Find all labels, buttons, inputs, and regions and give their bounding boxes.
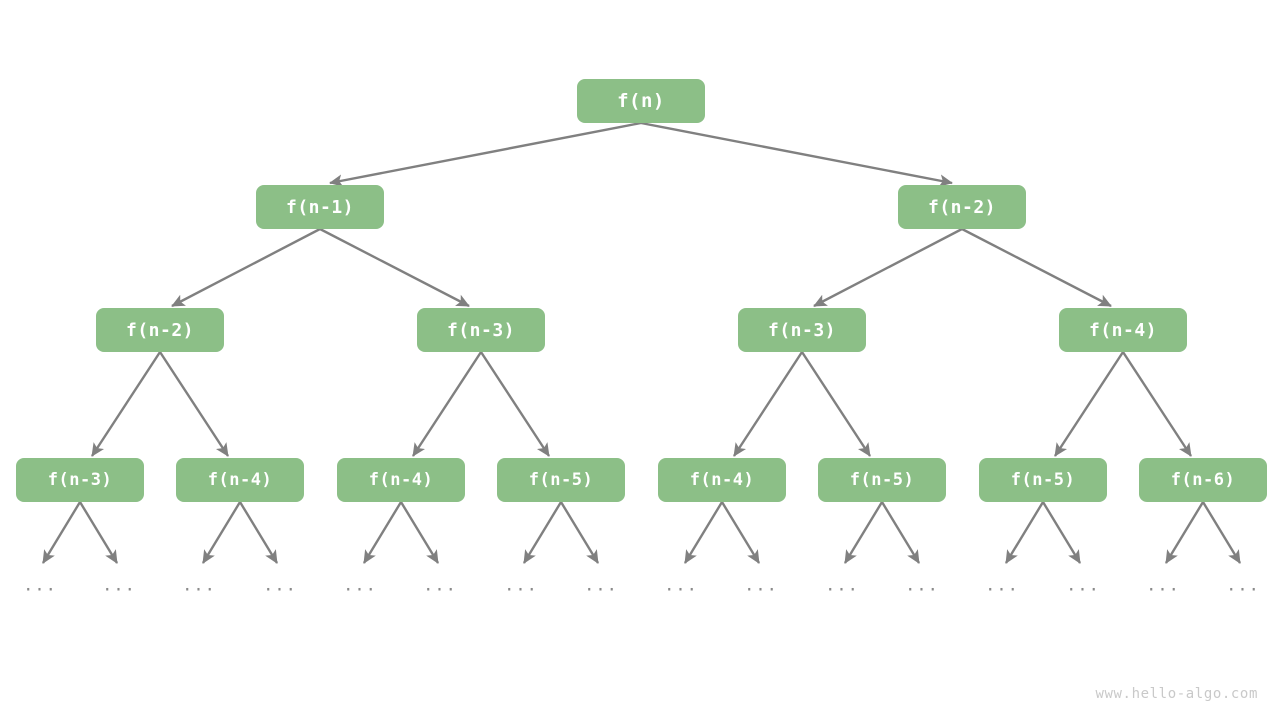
tree-edge [201, 501, 242, 564]
tree-node: f(n-4) [176, 458, 304, 502]
tree-edge [399, 501, 440, 564]
watermark: www.hello-algo.com [1095, 686, 1258, 702]
tree-node: f(n-3) [738, 308, 866, 352]
tree-edge [522, 501, 563, 564]
tree-edge [1164, 501, 1205, 564]
ellipsis-marker: ... [102, 575, 136, 596]
tree-edge [1121, 351, 1193, 457]
tree-node: f(n-4) [1059, 308, 1187, 352]
tree-edge [1004, 501, 1045, 564]
tree-node: f(n-5) [497, 458, 625, 502]
tree-edge [559, 501, 600, 564]
ellipsis-marker: ... [343, 575, 377, 596]
ellipsis-marker: ... [584, 575, 618, 596]
ellipsis-marker: ... [1226, 575, 1260, 596]
tree-edge [961, 227, 1112, 308]
tree-edge [238, 501, 279, 564]
ellipsis-marker: ... [182, 575, 216, 596]
tree-edge [329, 121, 642, 187]
tree-edge [362, 501, 403, 564]
tree-node: f(n-5) [979, 458, 1107, 502]
tree-edge [683, 501, 724, 564]
tree-edge [1053, 351, 1125, 457]
tree-edge [78, 501, 119, 564]
tree-edge [732, 351, 804, 457]
tree-edge [41, 501, 82, 564]
tree-node: f(n-5) [818, 458, 946, 502]
tree-edge [171, 227, 321, 308]
tree-edge [813, 227, 963, 308]
ellipsis-marker: ... [23, 575, 57, 596]
tree-edge [880, 501, 921, 564]
ellipsis-marker: ... [744, 575, 778, 596]
tree-node: f(n-3) [417, 308, 545, 352]
tree-node: f(n-4) [658, 458, 786, 502]
tree-node: f(n) [577, 79, 705, 123]
ellipsis-marker: ... [504, 575, 538, 596]
tree-node: f(n-6) [1139, 458, 1267, 502]
tree-edge [1041, 501, 1082, 564]
ellipsis-marker: ... [423, 575, 457, 596]
tree-edge [411, 351, 483, 457]
tree-edge [800, 351, 872, 457]
tree-node: f(n-1) [256, 185, 384, 229]
tree-node: f(n-4) [337, 458, 465, 502]
ellipsis-marker: ... [985, 575, 1019, 596]
tree-node: f(n-3) [16, 458, 144, 502]
tree-node: f(n-2) [898, 185, 1026, 229]
ellipsis-marker: ... [664, 575, 698, 596]
ellipsis-marker: ... [1146, 575, 1180, 596]
tree-edge [843, 501, 884, 564]
ellipsis-marker: ... [825, 575, 859, 596]
tree-edge [1201, 501, 1242, 564]
ellipsis-marker: ... [263, 575, 297, 596]
tree-edge [319, 227, 470, 308]
tree-edge [720, 501, 761, 564]
ellipsis-marker: ... [1066, 575, 1100, 596]
ellipsis-marker: ... [905, 575, 939, 596]
tree-edge [640, 121, 953, 187]
tree-edge [158, 351, 230, 457]
tree-node: f(n-2) [96, 308, 224, 352]
tree-edge [90, 351, 162, 457]
tree-edge [479, 351, 551, 457]
